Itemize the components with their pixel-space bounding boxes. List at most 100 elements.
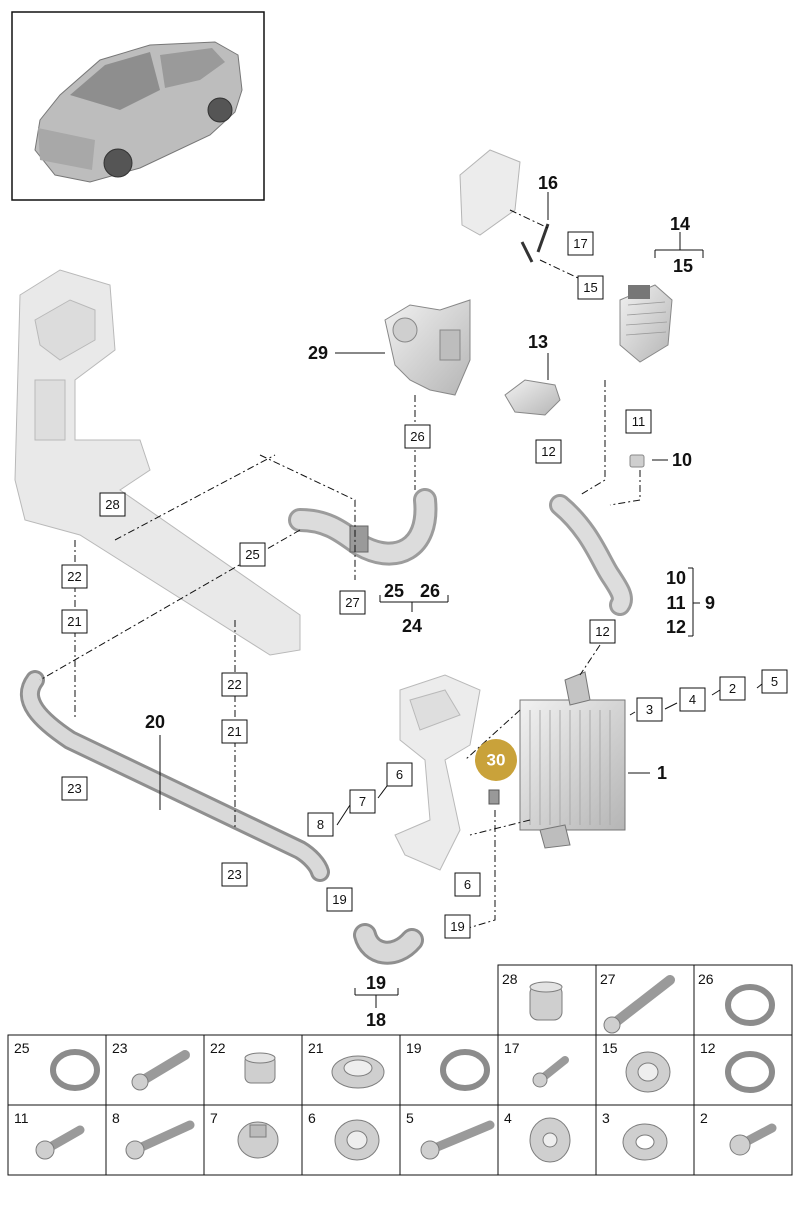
svg-text:5: 5 bbox=[406, 1110, 414, 1126]
svg-text:21: 21 bbox=[67, 614, 81, 629]
sensor-part-13 bbox=[504, 379, 561, 416]
hose-part-18 bbox=[353, 923, 424, 965]
part-23-bolt bbox=[131, 1050, 190, 1091]
parts-grid bbox=[7, 964, 793, 1176]
svg-text:4: 4 bbox=[504, 1110, 512, 1126]
svg-text:17: 17 bbox=[504, 1040, 520, 1056]
throttle-housing-part-29 bbox=[384, 299, 471, 396]
svg-text:19: 19 bbox=[450, 919, 464, 934]
callout-box: 28 bbox=[99, 492, 126, 517]
vehicle-thumbnail bbox=[11, 11, 265, 201]
part-26-clamp bbox=[725, 984, 775, 1026]
callout-box: 8 bbox=[307, 812, 334, 837]
part-27-bolt bbox=[603, 975, 675, 1034]
callout-label: 9 bbox=[705, 593, 715, 613]
callout-label: 16 bbox=[538, 173, 558, 193]
badge-30: 30 bbox=[475, 739, 517, 805]
callout-box: 26 bbox=[404, 424, 431, 449]
svg-text:12: 12 bbox=[700, 1040, 716, 1056]
svg-text:26: 26 bbox=[698, 971, 714, 987]
part-11-bolt bbox=[35, 1125, 85, 1160]
callout-box: 11 bbox=[625, 409, 652, 434]
svg-text:17: 17 bbox=[573, 236, 587, 251]
svg-text:8: 8 bbox=[317, 817, 324, 832]
svg-text:25: 25 bbox=[245, 547, 259, 562]
svg-text:19: 19 bbox=[406, 1040, 422, 1056]
svg-text:2: 2 bbox=[700, 1110, 708, 1126]
svg-text:23: 23 bbox=[227, 867, 241, 882]
part-25-clamp bbox=[50, 1049, 100, 1091]
callout-box: 25 bbox=[239, 542, 266, 567]
svg-text:28: 28 bbox=[502, 971, 518, 987]
part-15-bush bbox=[625, 1051, 671, 1093]
part-28-grommet bbox=[529, 981, 563, 1021]
callout-label: 24 bbox=[402, 616, 422, 636]
svg-text:3: 3 bbox=[646, 702, 653, 717]
callout-box: 27 bbox=[339, 590, 366, 615]
svg-text:4: 4 bbox=[689, 692, 696, 707]
part-19-clamp bbox=[440, 1049, 490, 1091]
svg-text:12: 12 bbox=[595, 624, 609, 639]
callout-label: 13 bbox=[528, 332, 548, 352]
svg-text:27: 27 bbox=[345, 595, 359, 610]
intercooler-part-1 bbox=[519, 671, 626, 849]
svg-text:6: 6 bbox=[396, 767, 403, 782]
callout-box: 6 bbox=[454, 872, 481, 897]
svg-text:21: 21 bbox=[227, 724, 241, 739]
callout-box: 22 bbox=[61, 564, 88, 589]
callout-label: 11 bbox=[666, 593, 685, 613]
callout-box: 6 bbox=[386, 762, 413, 787]
intercooler-mount-bracket bbox=[394, 674, 481, 871]
svg-text:22: 22 bbox=[67, 569, 81, 584]
callout-box: 23 bbox=[61, 776, 88, 801]
svg-text:30: 30 bbox=[487, 751, 506, 770]
svg-text:7: 7 bbox=[210, 1110, 218, 1126]
callout-label: 10 bbox=[666, 568, 686, 588]
svg-text:3: 3 bbox=[602, 1110, 610, 1126]
callout-label: 19 bbox=[366, 973, 386, 993]
callout-box: 23 bbox=[221, 862, 248, 887]
front-carrier-bracket bbox=[14, 269, 301, 656]
callout-label: 26 bbox=[420, 581, 440, 601]
callout-box: 2 bbox=[719, 676, 746, 701]
callout-label: 14 bbox=[670, 214, 690, 234]
callout-box: 5 bbox=[761, 669, 788, 694]
callout-label: 10 bbox=[672, 450, 692, 470]
part-3-washer bbox=[622, 1123, 668, 1161]
svg-text:6: 6 bbox=[308, 1110, 316, 1126]
callout-box: 19 bbox=[444, 914, 471, 939]
charge-hose-25-26 bbox=[288, 488, 438, 566]
callout-box: 4 bbox=[679, 687, 706, 712]
part-2-bolt bbox=[729, 1123, 777, 1156]
callout-label: 1 bbox=[657, 763, 667, 783]
callout-label: 15 bbox=[673, 256, 693, 276]
bold-callouts: 16 14 15 13 29 10 1 20 9 10 11 12 25 26 … bbox=[145, 173, 715, 1030]
clip-part-16 bbox=[520, 223, 550, 263]
nozzle-part-10 bbox=[629, 454, 645, 468]
part-17-screw bbox=[532, 1056, 569, 1088]
svg-text:22: 22 bbox=[227, 677, 241, 692]
part-22-bush bbox=[244, 1052, 276, 1084]
callout-label: 25 bbox=[384, 581, 404, 601]
callout-box: 21 bbox=[61, 609, 88, 634]
boxed-callouts: 17 15 11 12 26 28 22 21 25 27 12 2 5 3 4… bbox=[61, 231, 788, 939]
svg-text:23: 23 bbox=[112, 1040, 128, 1056]
parts-grid-drawings bbox=[35, 975, 777, 1163]
callout-box: 12 bbox=[535, 439, 562, 464]
svg-text:2: 2 bbox=[729, 681, 736, 696]
svg-text:28: 28 bbox=[105, 497, 119, 512]
callout-box: 7 bbox=[349, 789, 376, 814]
part-5-bolt bbox=[420, 1120, 495, 1160]
part-7-bush bbox=[237, 1121, 279, 1159]
svg-text:19: 19 bbox=[332, 892, 346, 907]
callout-box: 15 bbox=[577, 275, 604, 300]
resonator-part-14 bbox=[619, 284, 673, 363]
part-8-bolt bbox=[125, 1120, 195, 1160]
callout-box: 3 bbox=[636, 697, 663, 722]
svg-text:15: 15 bbox=[583, 280, 597, 295]
callout-box: 12 bbox=[589, 619, 616, 644]
svg-text:22: 22 bbox=[210, 1040, 226, 1056]
part-21-grommet bbox=[331, 1055, 385, 1089]
svg-text:11: 11 bbox=[14, 1110, 29, 1126]
